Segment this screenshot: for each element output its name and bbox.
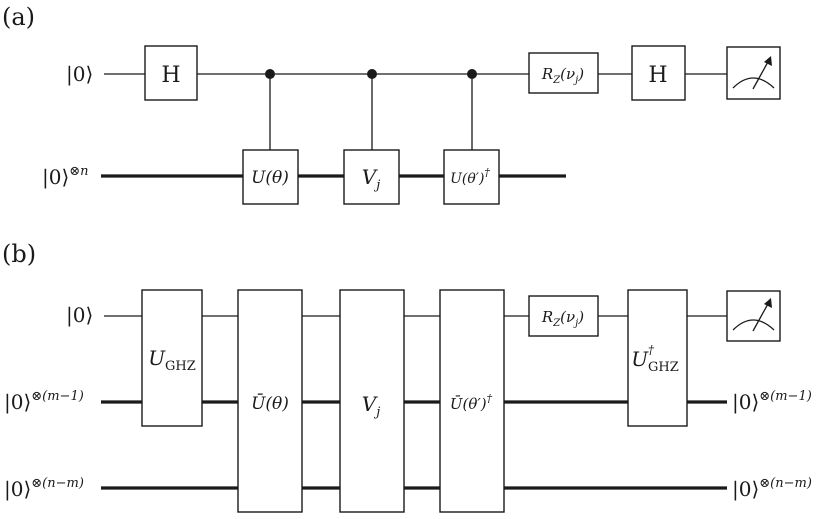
u-theta-gate <box>242 149 299 205</box>
rz-gate-label: RZ(νj) <box>541 65 584 86</box>
control-dot-2 <box>367 69 377 79</box>
panel-a-input-top: |0⟩ <box>66 62 93 87</box>
u-bar-theta-gate <box>237 289 303 513</box>
u-bar-theta-gate-label: Ū(θ) <box>251 393 289 414</box>
panel-b-input-bottom: |0⟩⊗(n−m) <box>4 476 84 502</box>
panel-b-label: (b) <box>2 240 36 268</box>
u-ghz-gate <box>141 289 203 427</box>
v-j-gate-b-label: Vj <box>362 392 380 420</box>
hadamard-gate-1 <box>144 45 198 101</box>
rz-gate <box>528 52 599 94</box>
u-ghz-dagger-gate <box>627 289 688 427</box>
u-theta-prime-dagger-label: U(θ′)† <box>450 166 490 187</box>
rz-gate-b-label: RZ(νj) <box>541 308 584 329</box>
panel-b-input-mid: |0⟩⊗(m−1) <box>4 389 84 415</box>
u-theta-prime-dagger-gate <box>443 149 500 205</box>
measurement-icon <box>726 290 781 342</box>
panel-b-output-bottom: |0⟩⊗(n−m) <box>732 476 812 502</box>
panel-b-output-mid: |0⟩⊗(m−1) <box>732 389 812 415</box>
panel-a-label: (a) <box>2 3 35 31</box>
v-j-gate-b <box>339 289 405 513</box>
control-dot-3 <box>467 69 477 79</box>
panel-b-input-top: |0⟩ <box>66 303 93 328</box>
panel-a-input-bottom: |0⟩⊗n <box>42 164 89 190</box>
control-dot-1 <box>265 69 275 79</box>
u-bar-theta-prime-dagger-label: Ū(θ′)† <box>450 392 493 413</box>
v-j-gate-label: Vj <box>362 165 380 193</box>
v-j-gate <box>343 149 400 205</box>
measurement-icon <box>726 46 781 100</box>
u-bar-theta-prime-dagger-gate <box>439 289 505 513</box>
rz-gate-b <box>528 295 599 337</box>
hadamard-gate-2 <box>631 45 686 101</box>
hadamard-gate-2-label: H <box>648 63 667 88</box>
hadamard-gate-1-label: H <box>161 63 180 88</box>
u-ghz-dagger-label: U†GHZ <box>631 343 679 375</box>
u-theta-gate-label: U(θ) <box>251 168 289 188</box>
u-ghz-gate-label: UGHZ <box>148 346 196 374</box>
